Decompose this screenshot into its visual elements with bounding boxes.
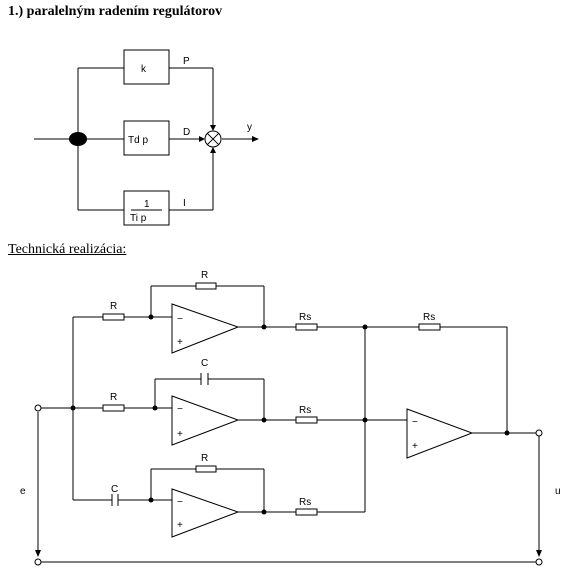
label-rs-3: Rs: [299, 497, 311, 508]
resistor-r-in-1: [102, 313, 125, 321]
label-c-fb-2: C: [201, 358, 208, 369]
opamp-d: [171, 395, 240, 446]
branch-point: [69, 132, 87, 146]
junction-dot: [261, 417, 267, 423]
junction-dot: [261, 324, 267, 330]
junction-dot: [362, 324, 368, 330]
terminal-ground-right: [535, 558, 543, 566]
u-arrow-head: [536, 550, 542, 557]
resistor-r-in-2: [102, 404, 125, 412]
arrow-i: [210, 147, 216, 153]
label-rs-2: Rs: [299, 405, 311, 416]
circuit: e u: [20, 270, 561, 566]
block-diagram: k Td p 1 Ti p P D I y: [34, 49, 259, 226]
opamp-i-plus: +: [177, 520, 183, 531]
label-rs-fb: Rs: [423, 312, 435, 323]
terminal-ground-left: [34, 558, 42, 566]
junction-dot: [148, 314, 154, 320]
e-arrow-head: [35, 550, 41, 557]
signal-i-label: I: [183, 198, 186, 209]
block-integrator-den: Ti p: [130, 213, 147, 224]
opamp-d-plus: +: [177, 429, 183, 440]
opamp-sum-plus: +: [412, 441, 418, 452]
opamp-i: [171, 488, 240, 538]
u-label: u: [555, 486, 561, 497]
section-title: Technická realizácia:: [8, 242, 127, 257]
label-rs-1: Rs: [299, 312, 311, 323]
junction-dot: [261, 509, 267, 515]
signal-p-label: P: [183, 56, 190, 67]
resistor-r-fb-3: [195, 465, 217, 473]
junction-dot: [362, 417, 368, 423]
resistor-rs-3: [295, 508, 318, 516]
summing-cross-b: [206, 132, 220, 146]
opamp-sum: [406, 408, 474, 459]
opamp-sum-minus: −: [412, 417, 418, 428]
label-r-in-2: R: [110, 392, 117, 403]
opamp-p: [171, 303, 240, 354]
junction-dot: [504, 430, 510, 436]
label-c-in-3: C: [111, 484, 118, 495]
resistor-r-fb-1: [195, 282, 217, 290]
opamp-d-minus: −: [177, 404, 183, 415]
label-r-in-1: R: [110, 301, 117, 312]
e-label: e: [20, 486, 26, 497]
arrow-p: [210, 125, 216, 131]
terminal-input: [34, 404, 42, 412]
block-tdp: [123, 120, 170, 156]
resistor-rs-1: [295, 323, 318, 331]
label-r-fb-1: R: [201, 270, 208, 281]
arrow-d: [199, 136, 205, 142]
label-r-fb-3: R: [201, 453, 208, 464]
resistor-rs-2: [295, 416, 318, 424]
resistor-rs-fb: [418, 323, 441, 331]
signal-y-label: y: [247, 122, 252, 133]
page-title: 1.) paralelným radením regulátorov: [8, 4, 223, 19]
block-tdp-label: Td p: [128, 135, 148, 146]
block-integrator: [123, 190, 170, 226]
block-integrator-num: 1: [144, 199, 150, 210]
opamp-p-minus: −: [177, 314, 183, 325]
block-k: [123, 49, 170, 85]
arrow-y: [252, 136, 259, 142]
signal-d-label: D: [183, 127, 190, 138]
junction-dot: [70, 405, 76, 411]
block-k-label: k: [141, 64, 147, 75]
opamp-i-minus: −: [177, 497, 183, 508]
junction-dot: [148, 497, 154, 503]
terminal-output: [535, 429, 543, 437]
opamp-p-plus: +: [177, 337, 183, 348]
junction-dot: [152, 405, 158, 411]
